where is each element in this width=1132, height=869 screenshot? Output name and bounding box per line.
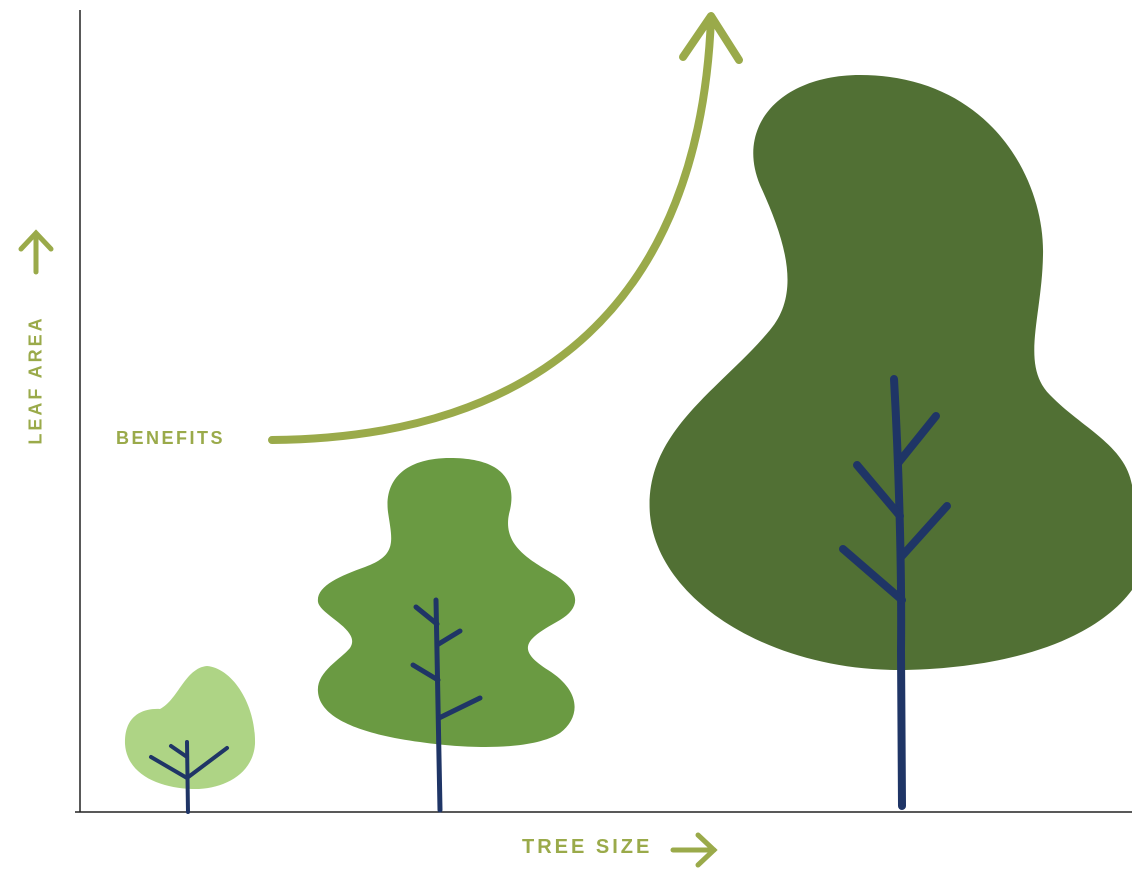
- large-tree-canopy: [649, 75, 1132, 671]
- large-tree: [649, 75, 1132, 810]
- arrow-up-icon: [18, 229, 54, 275]
- x-axis-label: TREE SIZE: [522, 836, 653, 858]
- benefits-label: BENEFITS: [116, 428, 226, 448]
- small-tree: [124, 666, 256, 814]
- y-axis-label: LEAF AREA: [25, 315, 46, 445]
- medium-tree-canopy: [317, 458, 576, 747]
- medium-tree-trunk: [410, 597, 483, 813]
- small-tree-canopy: [124, 666, 256, 790]
- medium-tree: [317, 458, 576, 813]
- curved-arrow-icon: [268, 12, 743, 444]
- arrow-right-icon: [670, 832, 718, 868]
- large-tree-trunk: [839, 375, 951, 810]
- small-tree-trunk: [149, 740, 229, 814]
